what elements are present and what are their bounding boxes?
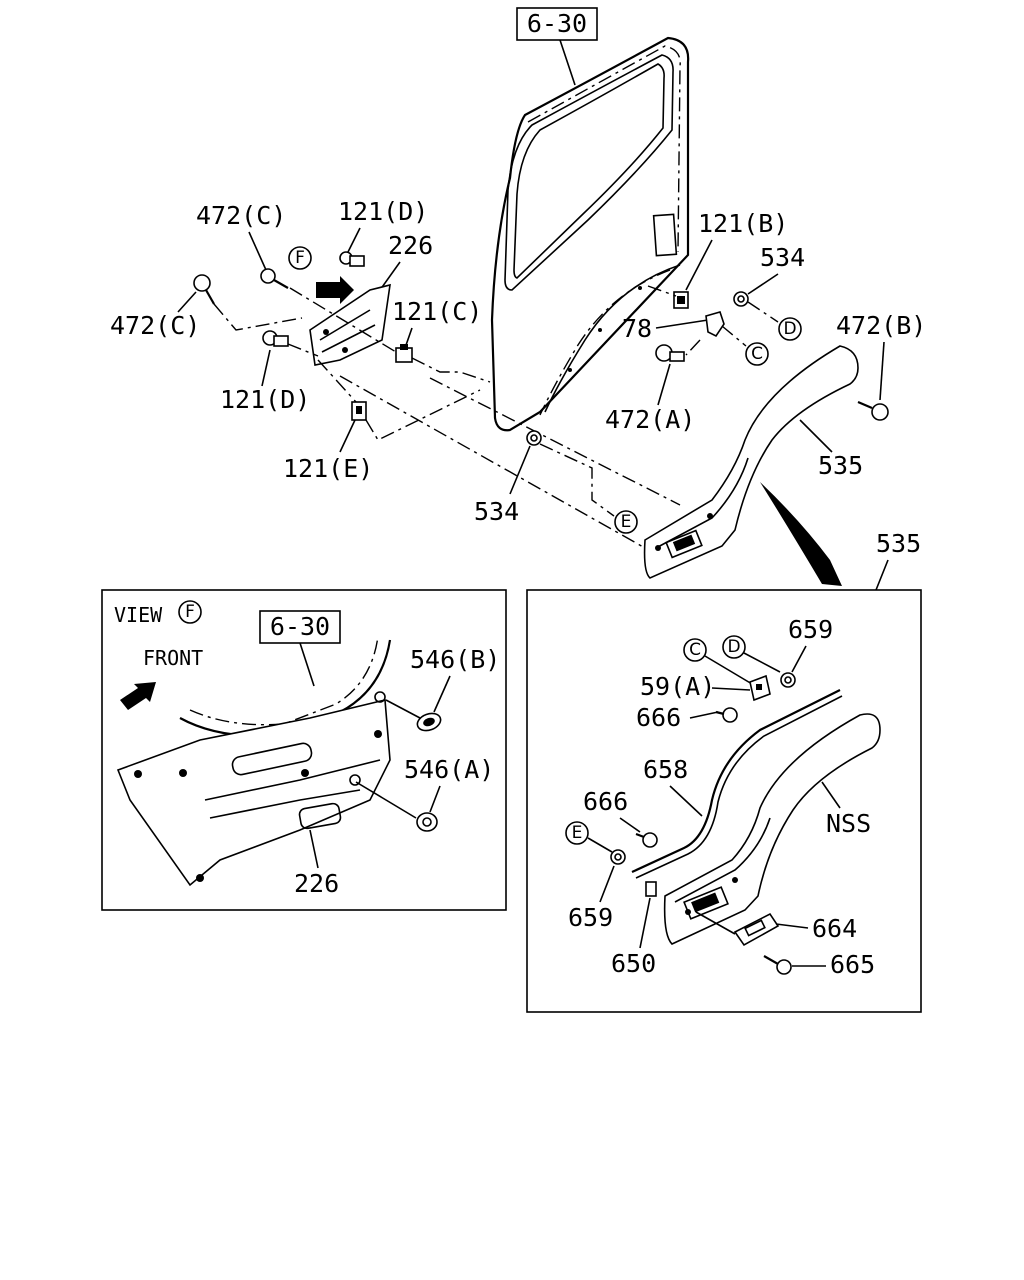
label-121d-bottom[interactable]: 121(D) — [220, 385, 310, 414]
label-121e[interactable]: 121(E) — [283, 454, 373, 483]
view-f-title: VIEW — [114, 603, 163, 627]
marker-d-main[interactable]: D — [778, 317, 802, 341]
svg-text:D: D — [727, 637, 740, 657]
nut-534-right[interactable] — [733, 291, 749, 307]
label-121b[interactable]: 121(B) — [698, 209, 788, 238]
svg-text:F: F — [295, 248, 305, 268]
front-label: FRONT — [143, 646, 203, 670]
arrow-view-f — [316, 276, 354, 304]
grommet-546a[interactable] — [416, 812, 438, 832]
label-472c-left[interactable]: 472(C) — [110, 311, 200, 340]
leader-6-30 — [559, 39, 576, 86]
detail-535-panel: 535 C D E 659 59(A) — [526, 529, 922, 1013]
view-f-bracket-226 — [116, 691, 391, 887]
marker-c-main[interactable]: C — [745, 342, 769, 366]
fender-535 — [643, 345, 859, 579]
view-f-circle: F — [178, 600, 202, 624]
front-arrow — [120, 682, 156, 710]
label-226-view-f[interactable]: 226 — [294, 869, 339, 898]
label-546b[interactable]: 546(B) — [410, 645, 500, 674]
label-472b[interactable]: 472(B) — [836, 311, 926, 340]
view-f-panel: VIEW F FRONT 6-30 — [101, 589, 507, 911]
label-121d-top[interactable]: 121(D) — [338, 197, 428, 226]
label-658[interactable]: 658 — [643, 755, 688, 784]
marker-c-detail[interactable]: C — [683, 638, 707, 662]
label-664[interactable]: 664 — [812, 914, 857, 943]
label-534-bottom[interactable]: 534 — [474, 497, 519, 526]
clip-121b[interactable] — [673, 291, 689, 309]
marker-e-main[interactable]: E — [614, 510, 638, 534]
bracket-78[interactable] — [705, 311, 725, 338]
ref-box-6-30[interactable]: 6-30 — [516, 7, 598, 41]
cab-door — [490, 36, 690, 432]
label-666-mid[interactable]: 666 — [583, 787, 628, 816]
svg-text:6-30: 6-30 — [270, 612, 330, 641]
detail-pointer-arrow — [760, 482, 842, 586]
bolt-472a[interactable] — [655, 344, 685, 362]
bolt-472b[interactable] — [857, 400, 889, 421]
label-666-top[interactable]: 666 — [636, 703, 681, 732]
bolt-121d-bottom[interactable] — [262, 330, 289, 347]
view-f-marker[interactable]: F — [288, 246, 312, 270]
label-78[interactable]: 78 — [622, 314, 652, 343]
view-f-frame — [101, 589, 507, 911]
svg-text:F: F — [185, 602, 195, 622]
reflector-664[interactable] — [733, 912, 780, 947]
label-59a[interactable]: 59(A) — [640, 672, 715, 701]
main-exploded-view: 6-30 472(C) 121(D) — [110, 7, 926, 586]
bracket-59a[interactable] — [749, 674, 771, 702]
marker-d-detail[interactable]: D — [722, 635, 746, 659]
svg-text:E: E — [621, 512, 632, 532]
label-659-top[interactable]: 659 — [788, 615, 833, 644]
view-f-ref-box[interactable]: 6-30 — [259, 610, 341, 644]
label-650[interactable]: 650 — [611, 949, 656, 978]
marker-e-detail[interactable]: E — [565, 821, 589, 845]
bracket-226 — [309, 283, 391, 366]
label-226-top[interactable]: 226 — [388, 231, 433, 260]
label-472c-top[interactable]: 472(C) — [196, 201, 286, 230]
fender-nss — [663, 713, 881, 945]
screw-665[interactable] — [763, 955, 792, 975]
detail-frame — [526, 589, 922, 1013]
clip-121e[interactable] — [351, 401, 367, 421]
svg-text:C: C — [751, 344, 763, 364]
grommet-546b[interactable] — [415, 710, 443, 733]
label-nss[interactable]: NSS — [826, 809, 871, 838]
label-659-bottom[interactable]: 659 — [568, 903, 613, 932]
clip-650[interactable] — [645, 881, 657, 897]
svg-text:E: E — [572, 823, 583, 843]
svg-text:D: D — [783, 319, 796, 339]
strip-658 — [631, 689, 841, 873]
nut-659-bottom[interactable] — [610, 849, 626, 865]
label-546a[interactable]: 546(A) — [404, 755, 494, 784]
nut-659-top[interactable] — [780, 672, 796, 688]
label-534-right[interactable]: 534 — [760, 243, 805, 272]
label-665[interactable]: 665 — [830, 950, 875, 979]
nut-534-bottom[interactable] — [526, 430, 542, 446]
detail-header-535: 535 — [876, 529, 921, 558]
label-472a[interactable]: 472(A) — [605, 405, 695, 434]
label-121c[interactable]: 121(C) — [392, 297, 482, 326]
bolt-666-mid[interactable] — [635, 832, 658, 848]
bolt-666-top[interactable] — [715, 707, 738, 723]
svg-text:6-30: 6-30 — [527, 9, 587, 38]
svg-text:C: C — [689, 640, 701, 660]
label-535[interactable]: 535 — [818, 451, 863, 480]
bolt-472c-top[interactable] — [260, 268, 289, 289]
clip-121c[interactable] — [395, 344, 413, 363]
bolt-121d-top[interactable] — [339, 251, 365, 267]
bolt-472c-left[interactable] — [193, 274, 215, 305]
